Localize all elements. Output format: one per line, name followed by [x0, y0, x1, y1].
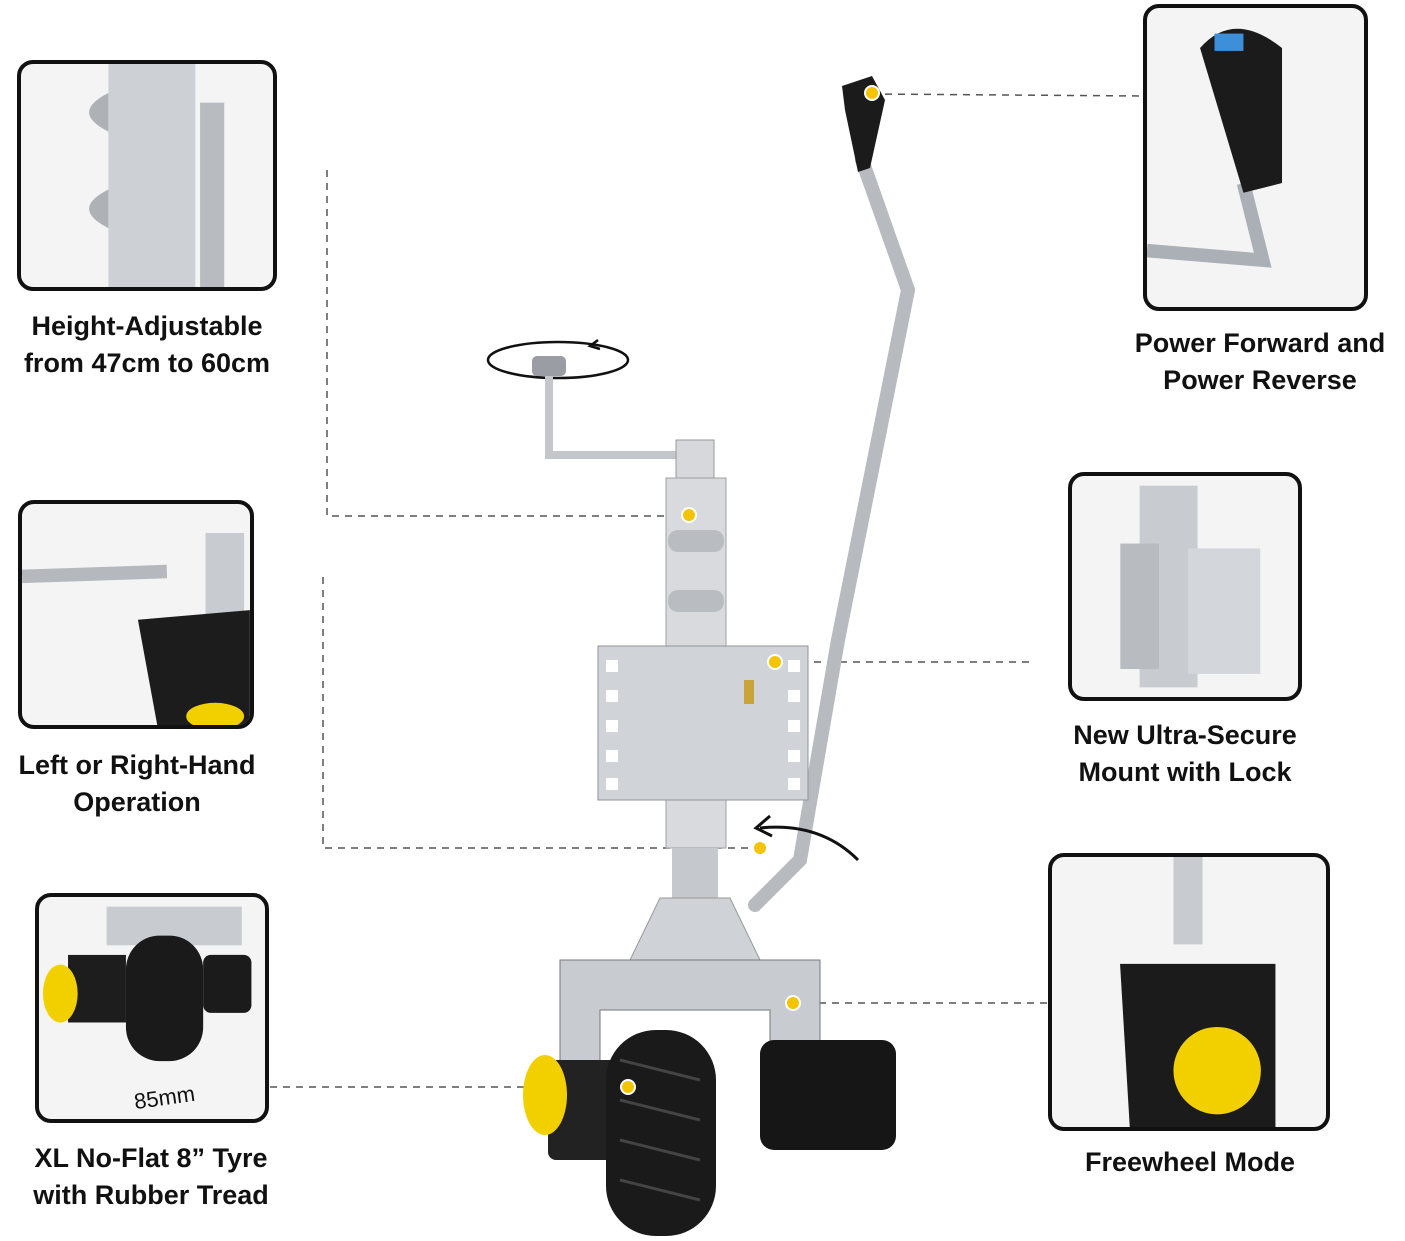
- jack-top: [675, 439, 715, 481]
- crank-knob: [532, 356, 566, 376]
- feature-label-freewheel: Freewheel Mode: [1085, 1144, 1295, 1181]
- label-line: from 47cm to 60cm: [23, 348, 271, 378]
- detail-image-hand: [18, 500, 254, 729]
- mount-plate: [597, 645, 809, 801]
- label-line: Freewheel Mode: [1084, 1147, 1296, 1177]
- marker-dot: [864, 85, 880, 101]
- rotate-arrow-icon: [486, 339, 630, 380]
- curved-arrow-icon: [753, 814, 860, 862]
- motor: [760, 1040, 896, 1150]
- marker-dot: [681, 507, 697, 523]
- callout-line-height: [326, 170, 689, 517]
- motor-housing-top: [629, 897, 761, 961]
- markers: [620, 85, 880, 1095]
- feature-label-height: Height-Adjustable from 47cm to 60cm: [24, 308, 270, 382]
- callout-lines: [270, 93, 1144, 1088]
- callout-line-power: [871, 93, 1144, 97]
- label-line: with Rubber Tread: [33, 1180, 269, 1210]
- marker-dot: [767, 654, 783, 670]
- detail-image-freewheel: [1048, 853, 1330, 1131]
- marker-dot: [752, 840, 768, 856]
- marker-dot: [785, 995, 801, 1011]
- jack-tube: [672, 848, 718, 898]
- detail-image-mount: [1068, 472, 1302, 701]
- mount-holes: [606, 660, 800, 790]
- callout-line-hand: [322, 577, 760, 849]
- label-line: Height-Adjustable: [31, 311, 263, 341]
- label-line: Mount with Lock: [1078, 757, 1292, 787]
- feature-label-tyre: XL No-Flat 8” Tyre with Rubber Tread: [33, 1140, 269, 1214]
- label-line: Power Forward and: [1134, 328, 1386, 358]
- detail-image-power: [1143, 4, 1368, 311]
- tow-handle: [748, 153, 916, 912]
- label-line: Operation: [73, 787, 201, 817]
- label-line: XL No-Flat 8” Tyre: [34, 1143, 268, 1173]
- detail-image-tyre: 85mm: [35, 893, 269, 1123]
- label-line: Power Reverse: [1163, 365, 1357, 395]
- crank-arm: [545, 376, 690, 459]
- label-line: Left or Right-Hand: [18, 750, 256, 780]
- marker-dot: [620, 1079, 636, 1095]
- label-line: New Ultra-Secure: [1073, 720, 1297, 750]
- freewheel-cap: [523, 1055, 567, 1135]
- tyre-tread: [619, 1058, 701, 1202]
- lock: [744, 680, 754, 704]
- detail-image-height: [17, 60, 277, 291]
